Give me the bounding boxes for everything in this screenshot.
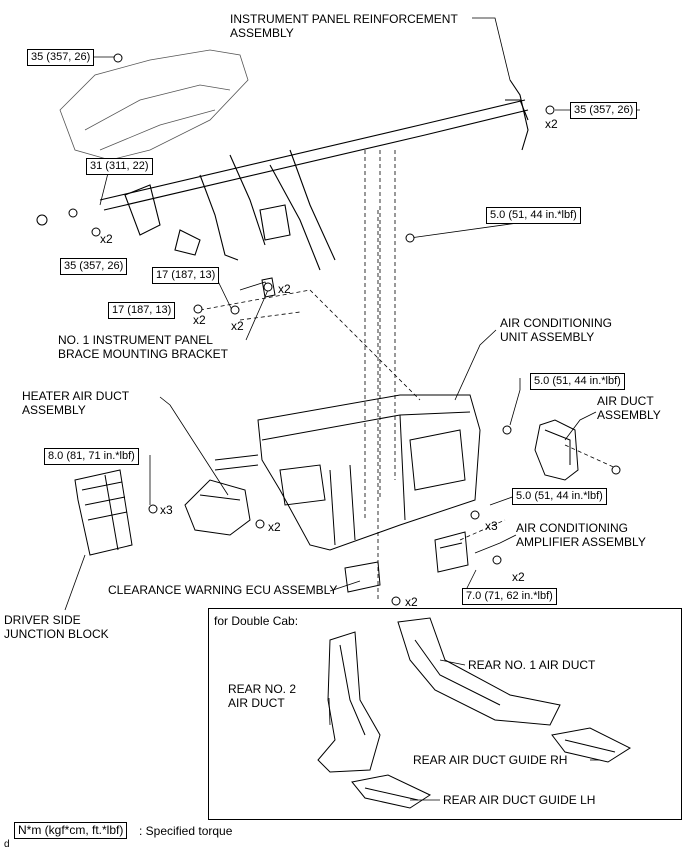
torque-box: 5.0 (51, 44 in.*lbf) [486,207,581,224]
torque-box: 31 (311, 22) [86,158,153,175]
dashboard-outline [59,49,249,161]
heater-duct-drawing [184,479,251,536]
torque-box: 35 (357, 26) [27,49,95,66]
legend-torque-box: N*m (kgf*cm, ft.*lbf) [14,822,128,839]
torque-box: 5.0 (51, 44 in.*lbf) [512,488,607,505]
label-rear-air-duct-guide-lh: REAR AIR DUCT GUIDE LH [443,793,596,807]
label-ac-amplifier: AIR CONDITIONING AMPLIFIER ASSEMBLY [516,521,646,549]
label-instrument-panel-reinforcement: INSTRUMENT PANEL REINFORCEMENT ASSEMBLY [230,12,458,40]
ac-unit-drawing [214,394,481,551]
brace-bracket-drawing [261,277,276,298]
quantity-label: x2 [405,595,418,609]
quantity-label: x2 [193,313,206,327]
label-driver-side-junction-block: DRIVER SIDE JUNCTION BLOCK [4,613,109,641]
quantity-label: x3 [160,503,173,517]
double-cab-inset [208,608,682,820]
quantity-label: x2 [512,570,525,584]
label-air-duct: AIR DUCT ASSEMBLY [597,394,661,422]
label-clearance-warning-ecu: CLEARANCE WARNING ECU ASSEMBLY [108,583,338,597]
label-double-cab: for Double Cab: [214,614,299,628]
bolt-icons [36,53,621,606]
quantity-label: x2 [100,232,113,246]
quantity-label: x2 [278,282,291,296]
label-rear-no2-air-duct: REAR NO. 2 AIR DUCT [228,682,297,710]
label-rear-air-duct-guide-rh: REAR AIR DUCT GUIDE RH [413,753,568,767]
torque-box: 7.0 (71, 62 in.*lbf) [462,588,557,605]
label-heater-air-duct: HEATER AIR DUCT ASSEMBLY [22,389,130,417]
amplifier-drawing [434,531,469,573]
reinforcement-beam [99,79,529,271]
label-rear-no1-air-duct: REAR NO. 1 AIR DUCT [468,658,596,672]
label-ac-unit: AIR CONDITIONING UNIT ASSEMBLY [500,316,613,344]
ecu-drawing [344,561,381,593]
air-duct-drawing [534,419,579,481]
corner-mark: d [4,839,10,850]
torque-box: 17 (187, 13) [152,267,220,284]
quantity-label: x2 [545,117,558,131]
torque-box: 5.0 (51, 44 in.*lbf) [530,373,625,390]
quantity-label: x2 [231,319,244,333]
torque-box: 8.0 (81, 71 in.*lbf) [44,448,139,465]
torque-box: 35 (357, 26) [60,258,128,275]
assembly-dash-lines [199,150,621,600]
junction-block-drawing [74,469,133,556]
torque-box: 17 (187, 13) [108,302,176,319]
torque-box: 35 (357, 26) [570,102,638,119]
quantity-label: x2 [268,520,281,534]
rear-duct-drawings [317,617,632,809]
quantity-label: x3 [485,519,498,533]
legend-text: : Specified torque [139,824,233,838]
label-brace-mounting-bracket: NO. 1 INSTRUMENT PANEL BRACE MOUNTING BR… [58,333,229,361]
